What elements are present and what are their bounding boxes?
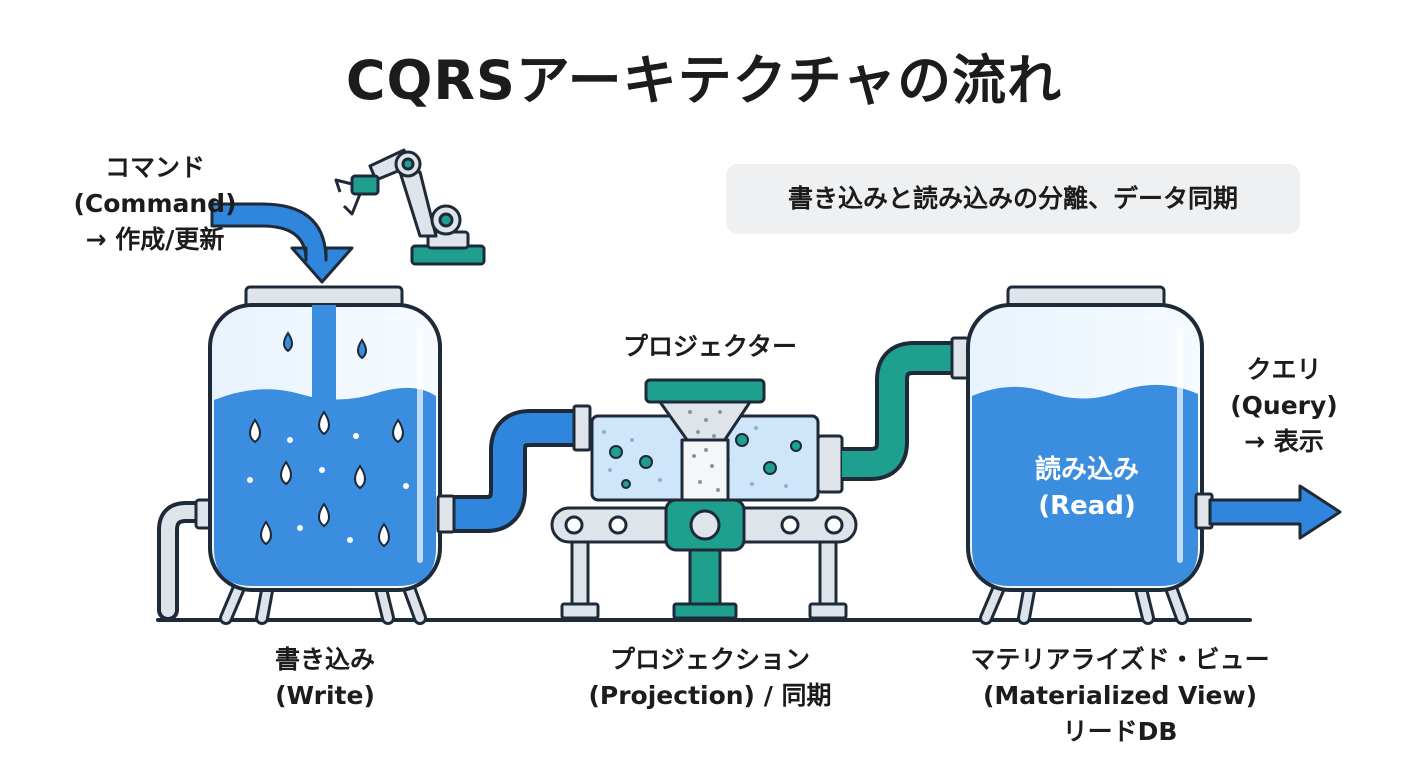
read-tank-label: 読み込み (Read)	[982, 452, 1192, 524]
materialized-view-caption: マテリアライズド・ビュー (Materialized View) リードDB	[910, 642, 1330, 750]
projection-caption: プロジェクション (Projection) / 同期	[520, 642, 900, 714]
command-label: コマンド (Command) → 作成/更新	[40, 150, 270, 258]
robot-arm-icon	[334, 148, 486, 266]
projection-caption-line-1: プロジェクション	[609, 645, 810, 674]
query-line-1: クエリ	[1246, 355, 1322, 384]
read-tank-line-2: (Read)	[1038, 491, 1136, 521]
projector-label: プロジェクター	[622, 332, 797, 361]
read-tank-line-1: 読み込み	[1034, 455, 1139, 485]
projection-caption-line-2: (Projection) / 同期	[588, 681, 832, 710]
pipe-projector-to-read	[842, 336, 970, 481]
query-line-2: (Query)	[1230, 391, 1338, 420]
command-arrow	[210, 202, 354, 284]
materialized-caption-line-2: (Materialized View)	[982, 681, 1258, 710]
write-caption: 書き込み (Write)	[150, 642, 500, 714]
read-tank	[966, 285, 1204, 625]
write-caption-line-2: (Write)	[275, 681, 375, 710]
command-line-2: (Command)	[73, 189, 237, 218]
query-label: クエリ (Query) → 表示	[1186, 352, 1382, 460]
query-line-3: → 表示	[1244, 427, 1324, 456]
subtitle: 書き込みと読み込みの分離、データ同期	[787, 184, 1238, 213]
query-arrow	[1194, 484, 1342, 540]
write-caption-line-1: 書き込み	[274, 645, 375, 674]
page-title: CQRSアーキテクチャの流れ	[345, 49, 1063, 112]
write-tank-inflow	[312, 305, 336, 415]
materialized-caption-line-1: マテリアライズド・ビュー	[970, 645, 1270, 674]
read-tank-water	[972, 384, 1198, 586]
materialized-caption-line-3: リードDB	[1062, 717, 1178, 746]
pipe-write-to-projector	[436, 404, 592, 534]
projector-machine	[550, 378, 858, 620]
write-tank	[157, 285, 442, 625]
command-line-1: コマンド	[104, 153, 205, 182]
subtitle-panel	[726, 164, 1300, 234]
command-line-3: → 作成/更新	[85, 225, 225, 254]
